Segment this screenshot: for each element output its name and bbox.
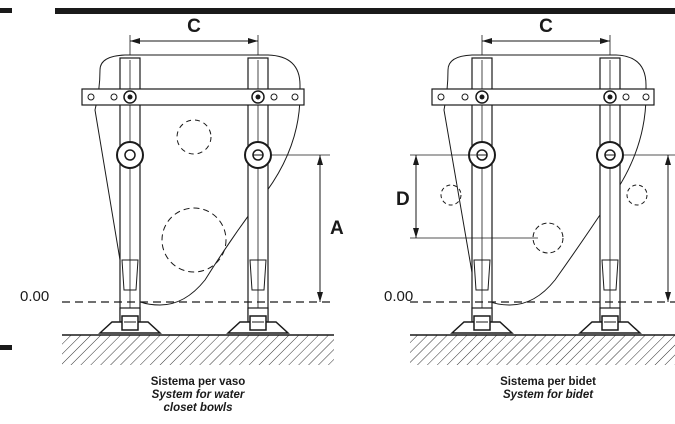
drain-hole — [161, 207, 227, 273]
top-rule — [55, 8, 675, 14]
caption-wc-title: Sistema per vaso — [150, 376, 246, 388]
caption-bidet-subtitle: System for bidet — [502, 389, 594, 401]
wc-frame-figure — [62, 35, 334, 365]
left-foot — [98, 307, 162, 334]
zero-label-left: 0.00 — [20, 288, 49, 305]
label-d: D — [396, 189, 410, 210]
bidet-frame-figure — [410, 35, 675, 365]
label-c-right: C — [539, 16, 553, 37]
floor-hatch — [62, 335, 334, 365]
caption-wc-subtitle-1: System for water — [151, 389, 245, 401]
left-fixing-ring — [116, 141, 144, 169]
label-c-left: C — [187, 16, 201, 37]
top-crossbar — [81, 88, 305, 106]
corner-mark-bottom — [0, 345, 12, 350]
floor-hatch-right — [410, 335, 675, 365]
caption-bidet: Sistema per bidet System for bidet — [438, 376, 658, 402]
bidet-drain-hole — [532, 222, 564, 254]
label-a: A — [330, 218, 344, 239]
right-supply-hole — [626, 184, 648, 206]
caption-wc: Sistema per vaso System for water closet… — [88, 376, 308, 415]
left-supply-hole — [440, 184, 462, 206]
zero-label-right: 0.00 — [384, 288, 413, 305]
right-foot — [226, 307, 290, 334]
caption-wc-subtitle-2: closet bowls — [163, 402, 233, 414]
supply-hole — [176, 119, 212, 155]
caption-bidet-title: Sistema per bidet — [500, 376, 596, 388]
corner-mark-top — [0, 8, 12, 13]
